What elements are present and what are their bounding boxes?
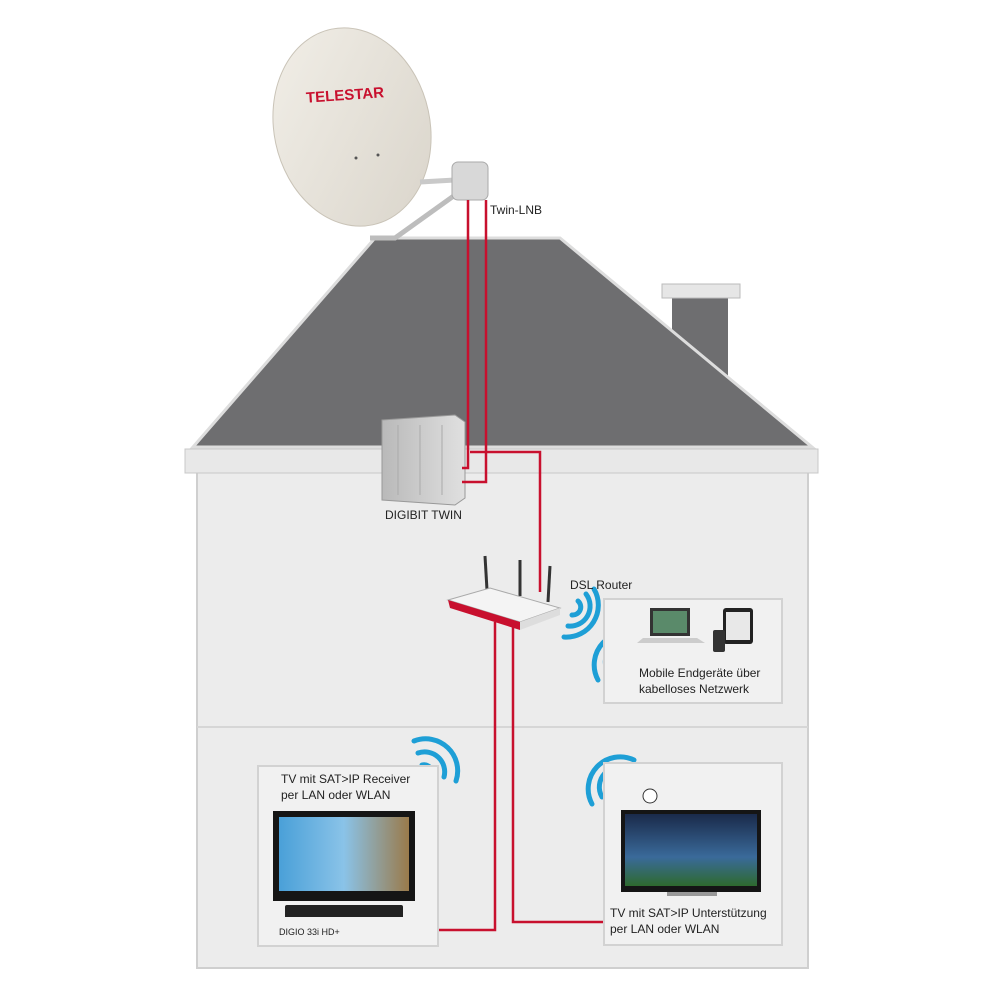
tv-left-label-line1: TV mit SAT>IP Receiver [281,772,411,786]
smart-tv-image [621,788,761,896]
mobile-label-line2: kabelloses Netzwerk [639,682,750,696]
digibit-device [381,414,466,506]
digibit-label: DIGIBIT TWIN [385,508,462,522]
lnb-label: Twin-LNB [490,203,543,217]
chimney-cap [661,283,741,299]
satellite-dish [272,27,489,241]
mobile-devices-panel: Mobile Endgeräte über kabelloses Netzwer… [603,598,783,704]
tv-right-label-line2: per LAN oder WLAN [610,922,720,936]
tv-right-panel: TV mit SAT>IP Unterstützung per LAN oder… [603,762,783,946]
tv-with-receiver-image [273,811,415,917]
mobile-label-line1: Mobile Endgeräte über [639,666,761,680]
tv-right-label-line1: TV mit SAT>IP Unterstützung [610,906,767,920]
lnb [451,161,489,201]
wifi-icon-router [561,586,601,640]
cables [412,200,606,932]
laptop-tablet-phone-image [637,608,753,652]
receiver-model-label: DIGIO 33i HD+ [279,927,340,937]
tv-left-panel: TV mit SAT>IP Receiver per LAN oder WLAN… [257,765,439,947]
roof [189,236,817,449]
router-label: DSL Router [570,578,633,592]
dsl-router [446,555,562,630]
tv-left-label-line2: per LAN oder WLAN [281,788,391,802]
